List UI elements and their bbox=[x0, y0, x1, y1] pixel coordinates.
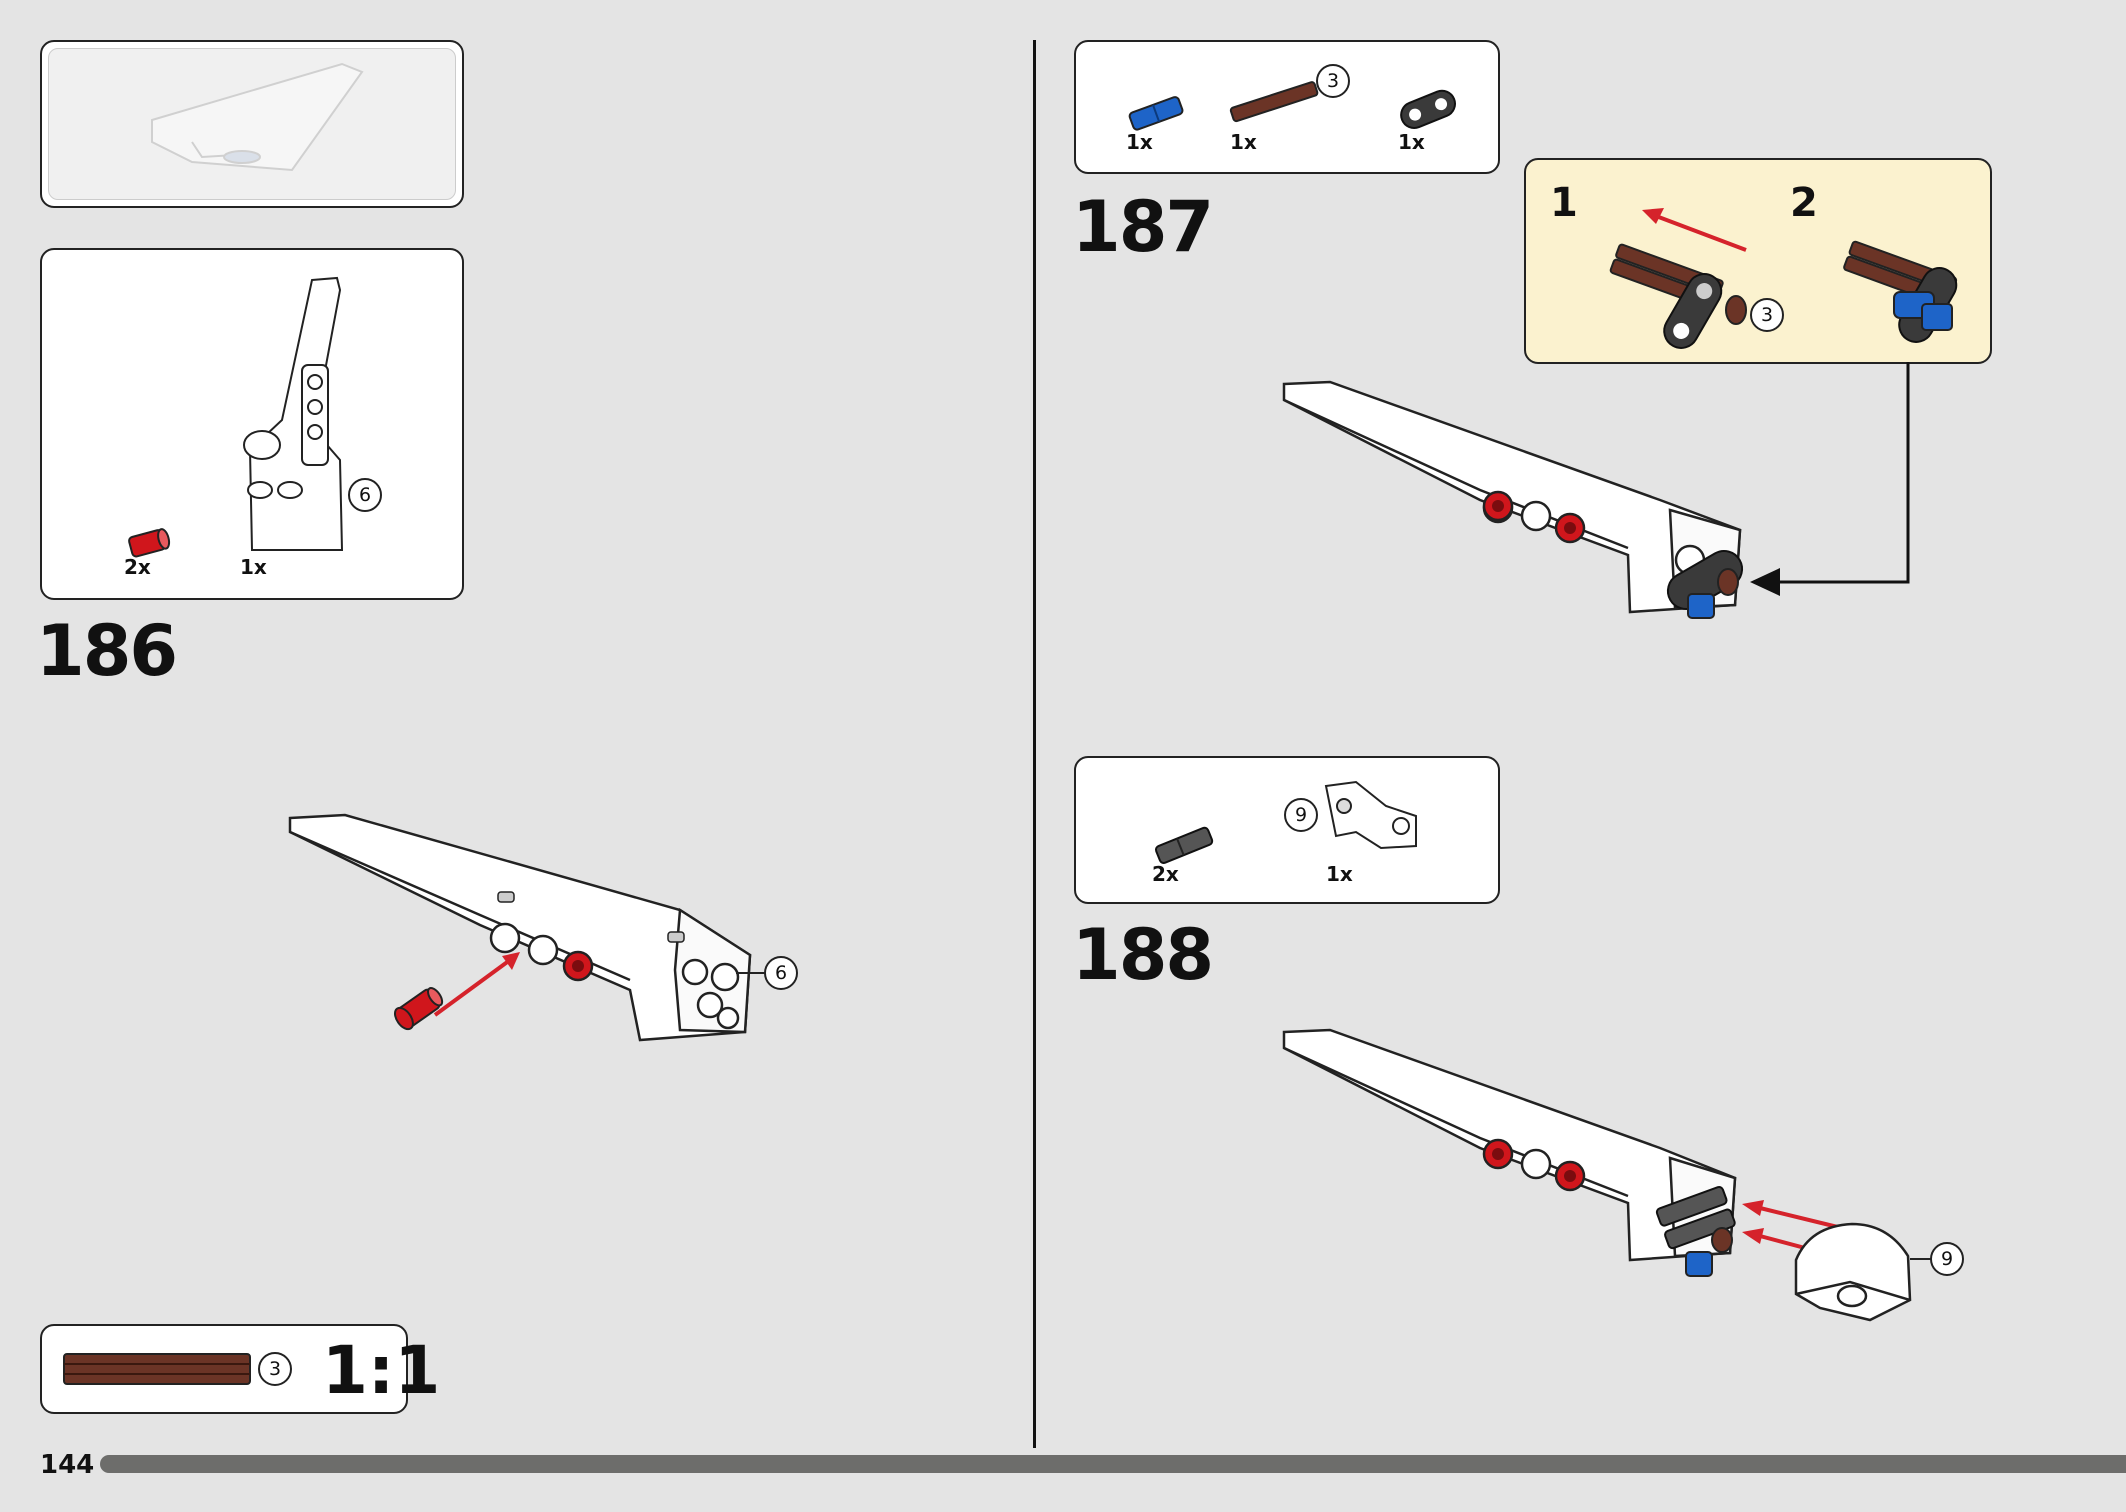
step-188-model-details bbox=[1482, 1138, 1736, 1277]
part-qty-wing-panel: 1x bbox=[240, 555, 267, 579]
ruler-callout: 3 bbox=[258, 1352, 292, 1386]
blue-axle-pin-icon bbox=[1128, 96, 1184, 131]
substep-1-assembly bbox=[1609, 243, 1747, 349]
substep-2-label: 2 bbox=[1790, 180, 1818, 226]
progress-bar bbox=[100, 1455, 2126, 1473]
step-number-188: 188 bbox=[1072, 914, 1214, 996]
page-divider bbox=[1033, 40, 1036, 1448]
part-callout-axle: 3 bbox=[1316, 64, 1350, 98]
substep-1-callout: 3 bbox=[1750, 298, 1784, 332]
part-qty-red-pin: 2x bbox=[124, 555, 151, 579]
brown-axle-icon bbox=[63, 1353, 251, 1385]
part-qty-blue-pin: 1x bbox=[1126, 130, 1153, 154]
step-number-186: 186 bbox=[36, 610, 178, 692]
insert-arrow-red bbox=[433, 952, 520, 1017]
callout-leader-188 bbox=[1910, 1258, 1932, 1260]
scale-ratio: 1:1 bbox=[322, 1332, 441, 1409]
part-qty-brown-axle: 1x bbox=[1230, 130, 1257, 154]
part-qty-gray-pin: 2x bbox=[1152, 862, 1179, 886]
step-188-parts-box: 2x 9 1x bbox=[1074, 756, 1500, 904]
subassembly-callout: 1 2 3 bbox=[1524, 158, 1992, 364]
white-panel-connector-model bbox=[1794, 1222, 1912, 1322]
callout-pointer-arrow bbox=[1750, 362, 1910, 596]
step-186-parts-box: 2x 1x 6 bbox=[40, 248, 464, 600]
part-qty-liftarm: 1x bbox=[1398, 130, 1425, 154]
substep-1-label: 1 bbox=[1550, 180, 1578, 226]
page-number: 144 bbox=[40, 1450, 95, 1480]
step-186-wing-model bbox=[288, 813, 752, 1042]
scale-ruler-box: 3 1:1 bbox=[40, 1324, 440, 1414]
step-number-187: 187 bbox=[1072, 186, 1214, 268]
gray-axle-pin-icon bbox=[1154, 826, 1214, 865]
substep-2-assembly bbox=[1843, 240, 1958, 343]
dark-liftarm-icon bbox=[1400, 89, 1456, 129]
step-187-model-details bbox=[1482, 490, 1744, 619]
white-panel-connector-icon bbox=[1324, 780, 1417, 850]
preview-box bbox=[40, 40, 464, 208]
white-wing-panel-icon bbox=[243, 276, 344, 551]
red-pin-model bbox=[393, 987, 444, 1031]
part-callout-connector: 9 bbox=[1284, 798, 1318, 832]
brown-axle-icon bbox=[1229, 81, 1319, 123]
wing-preview-icon bbox=[151, 62, 364, 172]
substep-arrow-red bbox=[1642, 208, 1747, 252]
callout-leader-186 bbox=[736, 972, 766, 974]
red-pin-icon bbox=[128, 528, 171, 558]
step-187-parts-box: 1x 3 1x 1x bbox=[1074, 40, 1500, 174]
part-qty-connector: 1x bbox=[1326, 862, 1353, 886]
callout-circle: 6 bbox=[348, 478, 382, 512]
